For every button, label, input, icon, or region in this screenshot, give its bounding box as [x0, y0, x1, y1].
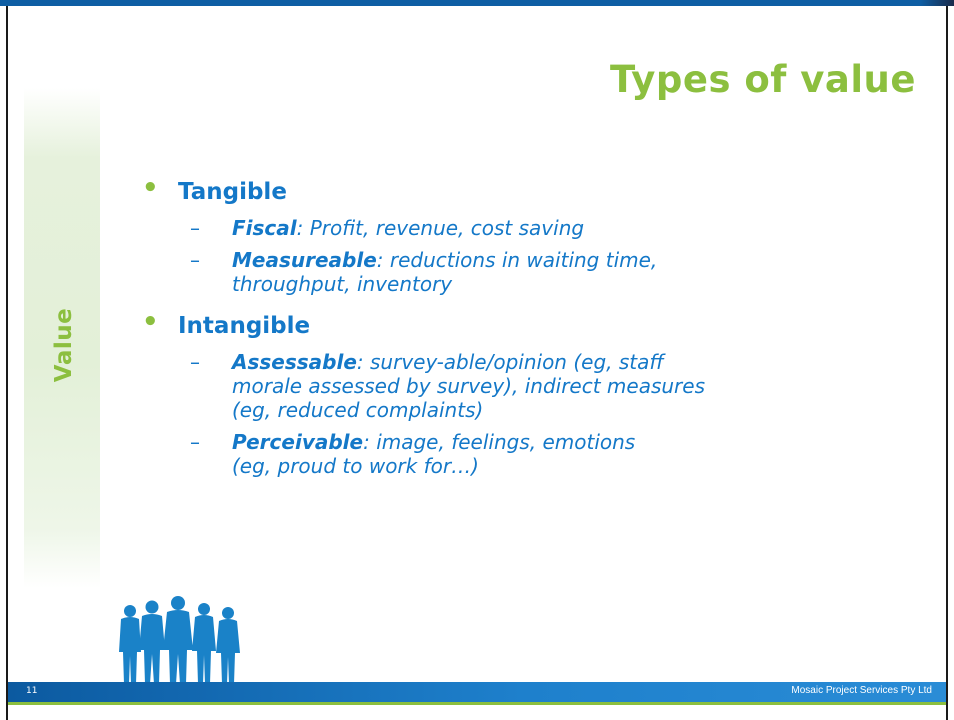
- sub-bullet-term: Assessable: [232, 350, 357, 374]
- top-border-strip: [0, 0, 954, 6]
- sub-bullet-line: Assessable: survey-able/opinion (eg, sta…: [232, 350, 900, 374]
- slide-content: • Tangible – Fiscal: Profit, revenue, co…: [140, 173, 900, 478]
- side-label: Value: [51, 307, 77, 383]
- left-border-line: [6, 6, 8, 720]
- bullet-tangible: • Tangible: [140, 173, 900, 208]
- bullet-intangible: • Intangible: [140, 307, 900, 342]
- sub-bullet-line: (eg, proud to work for…): [232, 454, 479, 478]
- bullet-heading: Intangible: [178, 313, 311, 339]
- sub-bullet-line: Fiscal: Profit, revenue, cost saving: [232, 216, 900, 240]
- sub-bullet-line: Perceivable: image, feelings, emotions: [232, 430, 900, 454]
- dash-icon: –: [190, 216, 200, 240]
- sub-bullet-measureable: – Measureable: reductions in waiting tim…: [140, 248, 900, 296]
- sub-bullet-line: throughput, inventory: [232, 272, 453, 296]
- side-band: [24, 88, 100, 588]
- dash-icon: –: [190, 430, 200, 454]
- dash-icon: –: [190, 248, 200, 272]
- bullet-icon: •: [142, 307, 159, 337]
- bottom-green-rule: [8, 702, 946, 705]
- sub-bullet-line: morale assessed by survey), indirect mea…: [232, 374, 706, 398]
- sub-bullet-text: : Profit, revenue, cost saving: [296, 216, 585, 240]
- sub-bullet-term: Measureable: [232, 248, 377, 272]
- page-number: 11: [26, 686, 38, 696]
- sub-bullet-perceivable: – Perceivable: image, feelings, emotions…: [140, 430, 900, 478]
- footer-company: Mosaic Project Services Pty Ltd: [791, 685, 932, 696]
- sub-bullet-text: : image, feelings, emotions: [363, 430, 636, 454]
- sub-bullet-line: Measureable: reductions in waiting time,: [232, 248, 900, 272]
- sub-bullet-term: Perceivable: [232, 430, 364, 454]
- bullet-icon: •: [142, 173, 159, 203]
- sub-bullet-fiscal: – Fiscal: Profit, revenue, cost saving: [140, 216, 900, 240]
- sub-bullet-assessable: – Assessable: survey-able/opinion (eg, s…: [140, 350, 900, 422]
- sub-bullet-text: : reductions in waiting time,: [376, 248, 658, 272]
- sub-bullet-line: (eg, reduced complaints): [232, 398, 484, 422]
- footer-bar: [8, 682, 946, 702]
- dash-icon: –: [190, 350, 200, 374]
- slide-title: Types of value: [609, 58, 916, 101]
- sub-bullet-text: : survey-able/opinion (eg, staff: [356, 350, 664, 374]
- sub-bullet-term: Fiscal: [232, 216, 297, 240]
- people-silhouette-icon: [119, 596, 240, 684]
- right-border-line: [946, 6, 948, 720]
- bullet-heading: Tangible: [178, 179, 287, 205]
